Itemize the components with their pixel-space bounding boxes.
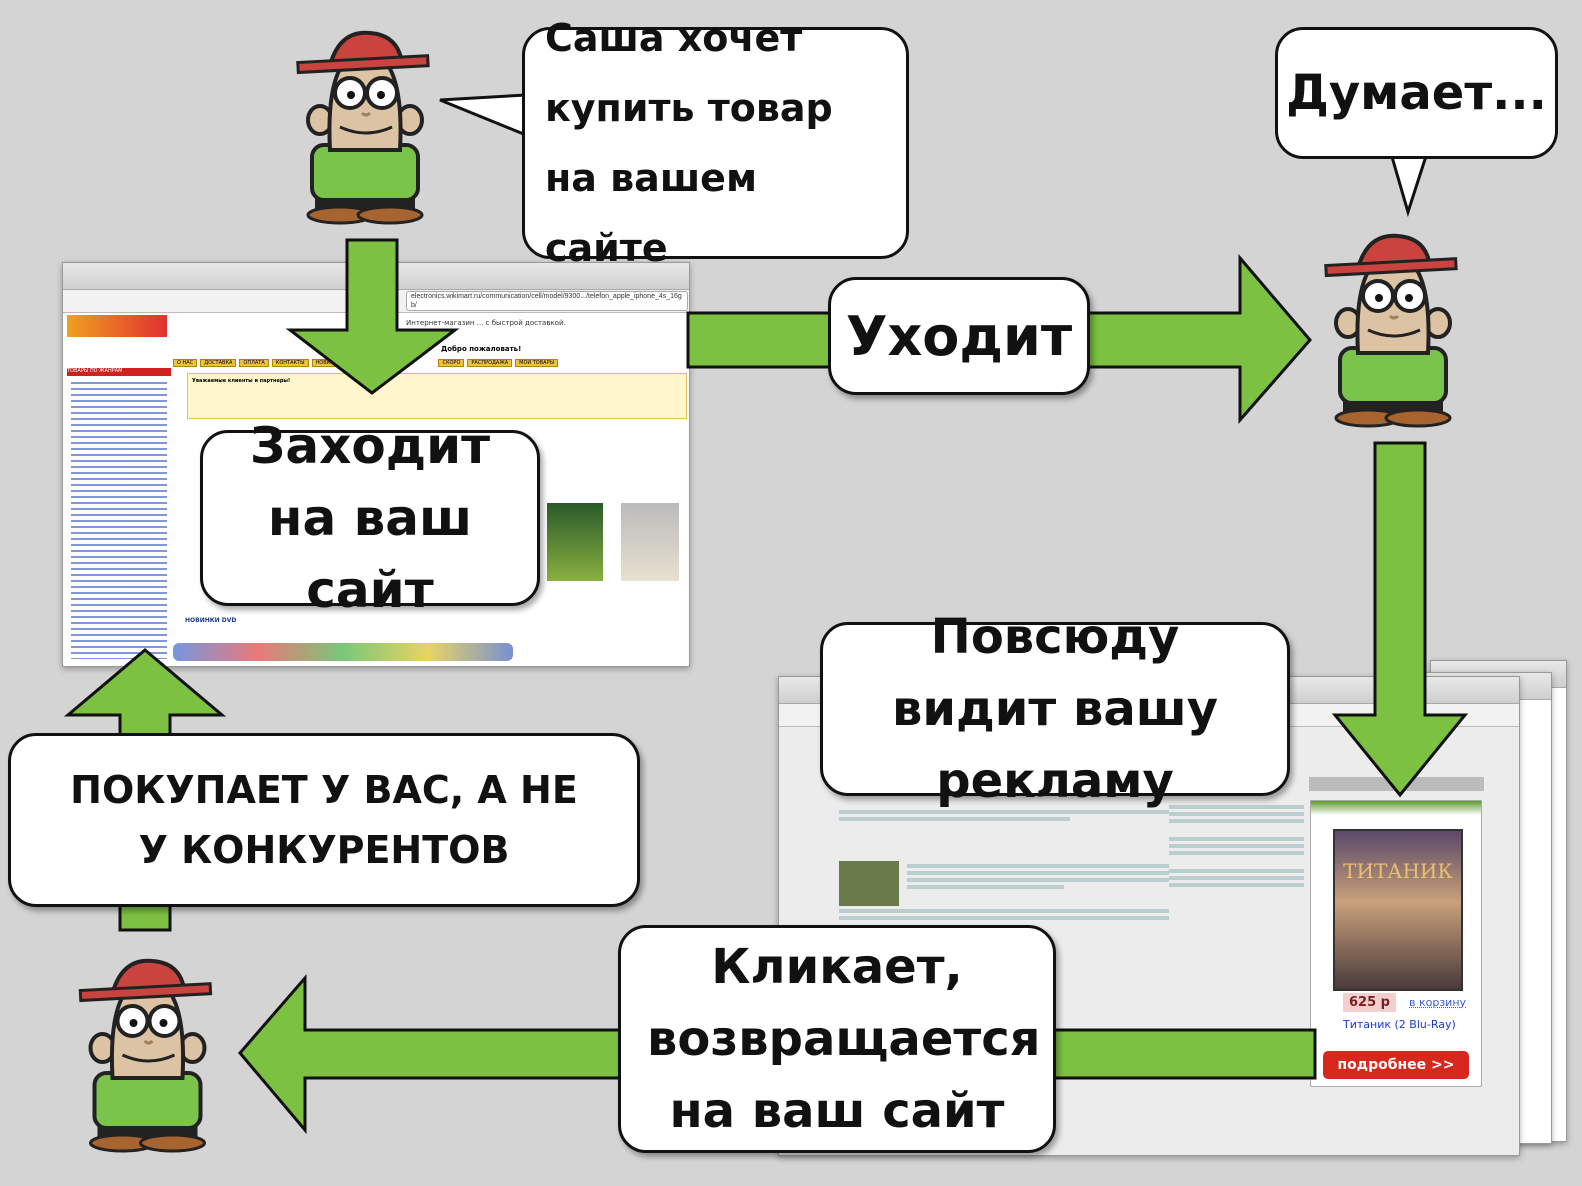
dvd-cover bbox=[547, 503, 603, 581]
dock-icons bbox=[173, 643, 513, 661]
sidebar-links bbox=[71, 379, 167, 659]
step-sees-ads: Повсюду видит вашу рекламу bbox=[820, 609, 1290, 809]
step-visits-site: Заходит на ваш сайт bbox=[200, 417, 540, 619]
section-title: НОВИНКИ DVD bbox=[185, 617, 237, 624]
step-label: ПОКУПАЕТ У ВАС, А НЕ У КОНКУРЕНТОВ bbox=[70, 768, 578, 872]
add-to-cart-link[interactable]: в корзину bbox=[1409, 996, 1467, 1009]
url-text[interactable]: electronics.wikimart.ru/communication/ce… bbox=[406, 291, 688, 311]
nav-tab[interactable]: ДОСТАВКА bbox=[200, 359, 237, 367]
grass-decoration bbox=[1311, 801, 1481, 815]
step-clicks-returns: Кликает, возвращается на ваш сайт bbox=[618, 925, 1056, 1153]
cover-title: ТИТАНИК bbox=[1343, 859, 1453, 883]
bubble-text: Саша хочет купить товар на вашем сайте bbox=[545, 16, 833, 270]
site-welcome: Добро пожаловать! bbox=[441, 345, 522, 353]
arrow-down-enter bbox=[285, 238, 460, 395]
site-nav: О НАС ДОСТАВКА ОПЛАТА КОНТАКТЫ НОВИНКИ С… bbox=[173, 359, 559, 367]
site-tagline: Интернет-магазин ... с быстрой доставкой… bbox=[406, 319, 566, 327]
news-content bbox=[839, 807, 1169, 923]
sidebar-header: ТОВАРЫ ПО ЖАНРАМ bbox=[67, 368, 171, 376]
step-label: Уходит bbox=[845, 304, 1073, 368]
nav-tab[interactable]: МОИ ТОВАРЫ bbox=[515, 359, 559, 367]
site-logo bbox=[67, 315, 167, 337]
bubble-tail-wants bbox=[439, 93, 528, 138]
notice-title: Уважаемые клиенты и партнеры! bbox=[192, 378, 291, 384]
ad-details-button[interactable]: подробнее >> bbox=[1323, 1051, 1469, 1079]
ad-banner[interactable]: ТИТАНИК 625 р в корзину Титаник (2 Blu-R… bbox=[1310, 800, 1482, 1087]
speech-bubble-wants: Саша хочет купить товар на вашем сайте bbox=[522, 16, 909, 270]
nav-tab[interactable]: О НАС bbox=[173, 359, 198, 367]
step-label: Кликает, возвращается на ваш сайт bbox=[647, 939, 1041, 1139]
bubble-text: Думает... bbox=[1286, 65, 1547, 121]
arrow-down-see-ads bbox=[1331, 441, 1469, 798]
dvd-cover bbox=[621, 503, 679, 581]
bubble-tail-thinks bbox=[1388, 148, 1431, 218]
notice-box: Уважаемые клиенты и партнеры! bbox=[187, 373, 687, 419]
ad-product-name[interactable]: Титаник (2 Blu-Ray) bbox=[1343, 1018, 1456, 1031]
speech-bubble-thinks: Думает... bbox=[1275, 27, 1558, 159]
character-sasha-thinks bbox=[1318, 228, 1468, 428]
character-sasha-buys bbox=[70, 953, 225, 1153]
step-leaves: Уходит bbox=[828, 277, 1090, 395]
step-buys: ПОКУПАЕТ У ВАС, А НЕ У КОНКУРЕНТОВ bbox=[8, 733, 640, 907]
nav-tab[interactable]: ОПЛАТА bbox=[239, 359, 269, 367]
nav-tab[interactable]: КОНТАКТЫ bbox=[271, 359, 309, 367]
step-label: Повсюду видит вашу рекламу bbox=[892, 609, 1218, 809]
step-label: Заходит на ваш сайт bbox=[249, 417, 491, 619]
ad-product-cover: ТИТАНИК bbox=[1333, 829, 1463, 991]
character-sasha-wants bbox=[290, 25, 440, 225]
ad-price: 625 р bbox=[1343, 993, 1396, 1012]
nav-tab[interactable]: РАСПРОДАЖА bbox=[467, 359, 513, 367]
nav-tab[interactable]: СКОРО bbox=[438, 359, 465, 367]
news-feed bbox=[1169, 802, 1304, 890]
